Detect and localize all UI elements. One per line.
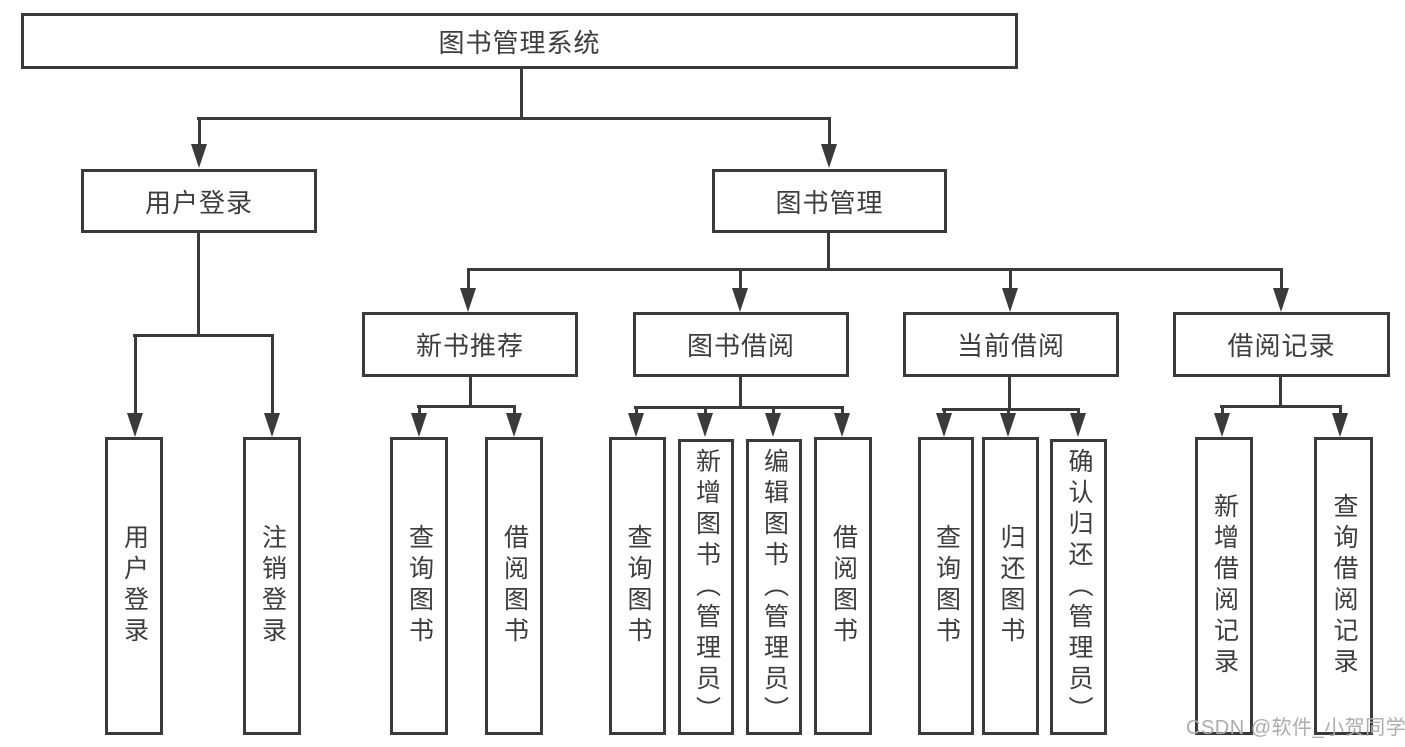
node-label: 借阅图书 — [829, 524, 858, 648]
leaf-user-login: 用户登录 — [105, 437, 163, 735]
node-label: 当前借阅 — [956, 331, 1065, 361]
leaf-query-books-borrowing: 查询图书 — [609, 437, 666, 735]
connector-user-login-stem — [197, 233, 200, 336]
arrow-to-br-add — [1214, 408, 1230, 437]
arrow-to-br-query — [1332, 408, 1348, 437]
node-borrowing-records: 借阅记录 — [1173, 312, 1390, 377]
node-label: 新增借阅记录 — [1210, 493, 1239, 679]
leaf-add-books-admin: 新增图书（管理员） — [678, 439, 734, 735]
connector-cb-rail — [942, 408, 1080, 411]
node-label: 查询图书 — [624, 524, 652, 648]
leaf-add-borrow-record: 新增借阅记录 — [1195, 437, 1253, 735]
leaf-logout-login: 注销登录 — [243, 437, 301, 735]
node-label: 新书推荐 — [415, 331, 524, 361]
arrow-to-bb-borrow — [834, 409, 850, 437]
leaf-borrow-books-recommend: 借阅图书 — [485, 437, 543, 735]
node-new-book-recommend: 新书推荐 — [362, 312, 578, 377]
node-label: 图书借阅 — [686, 331, 795, 361]
connector-bb-rail — [634, 406, 844, 409]
arrow-to-nbr-borrow — [506, 408, 522, 437]
node-label: 查询图书 — [405, 524, 434, 648]
node-current-borrowing: 当前借阅 — [903, 312, 1119, 377]
connector-nbr-stem — [469, 377, 472, 408]
node-book-management: 图书管理 — [712, 169, 947, 233]
node-label: 查询图书 — [932, 524, 961, 648]
node-label: 图书管理 — [775, 187, 884, 218]
node-label: 确认归还（管理员） — [1065, 447, 1093, 727]
arrow-to-leaf-user-login — [127, 336, 143, 437]
leaf-edit-books-admin: 编辑图书（管理员） — [746, 439, 802, 735]
arrow-to-user-login — [191, 118, 207, 168]
node-label: 编辑图书（管理员） — [760, 447, 789, 727]
arrow-to-nbr-query — [411, 408, 427, 437]
arrow-to-cb-return — [1000, 411, 1016, 437]
leaf-borrow-books-borrowing: 借阅图书 — [814, 437, 872, 735]
arrow-to-new-book-recommend — [460, 271, 476, 312]
connector-book-mgmt-rail — [467, 268, 1283, 271]
connector-br-rail — [1220, 405, 1342, 408]
leaf-query-books-current: 查询图书 — [918, 437, 974, 735]
arrow-to-current-borrowing — [1002, 271, 1018, 312]
node-label: 查询借阅记录 — [1330, 493, 1358, 679]
connector-br-stem — [1279, 377, 1282, 408]
node-library-management-system: 图书管理系统 — [21, 13, 1018, 69]
connector-bb-stem — [739, 377, 742, 409]
arrow-to-cb-query — [936, 411, 952, 437]
node-label: 用户登录 — [120, 524, 149, 648]
leaf-query-borrow-record: 查询借阅记录 — [1314, 437, 1373, 735]
connector-book-mgmt-stem — [827, 233, 830, 271]
csdn-watermark: CSDN @软件_小贺同学 — [1186, 717, 1405, 739]
node-label: 注销登录 — [258, 524, 287, 648]
node-book-borrowing: 图书借阅 — [633, 312, 849, 377]
leaf-return-books: 归还图书 — [982, 437, 1039, 735]
node-label: 新增图书（管理员） — [692, 447, 721, 727]
node-user-login: 用户登录 — [81, 169, 317, 233]
connector-cb-stem — [1008, 377, 1011, 411]
connector-root-rail — [197, 117, 831, 120]
connector-root-stem — [520, 69, 523, 118]
connector-user-login-rail — [133, 334, 274, 337]
arrow-to-book-borrowing — [732, 271, 748, 312]
arrow-to-bb-query — [628, 409, 644, 437]
node-label: 借阅记录 — [1227, 331, 1336, 361]
arrow-to-bb-edit — [765, 409, 781, 437]
arrow-to-cb-confirm — [1070, 411, 1086, 437]
node-label: 归还图书 — [997, 524, 1025, 648]
arrow-to-bb-add — [697, 409, 713, 437]
node-label: 用户登录 — [144, 187, 253, 218]
arrow-to-book-management — [821, 118, 837, 168]
arrow-to-borrowing-records — [1273, 271, 1289, 312]
node-label: 借阅图书 — [500, 524, 529, 648]
leaf-query-books-recommend: 查询图书 — [390, 437, 448, 735]
node-label: 图书管理系统 — [438, 27, 601, 58]
connector-nbr-rail — [417, 405, 516, 408]
arrow-to-leaf-logout — [264, 336, 280, 437]
leaf-confirm-return-admin: 确认归还（管理员） — [1050, 439, 1107, 735]
